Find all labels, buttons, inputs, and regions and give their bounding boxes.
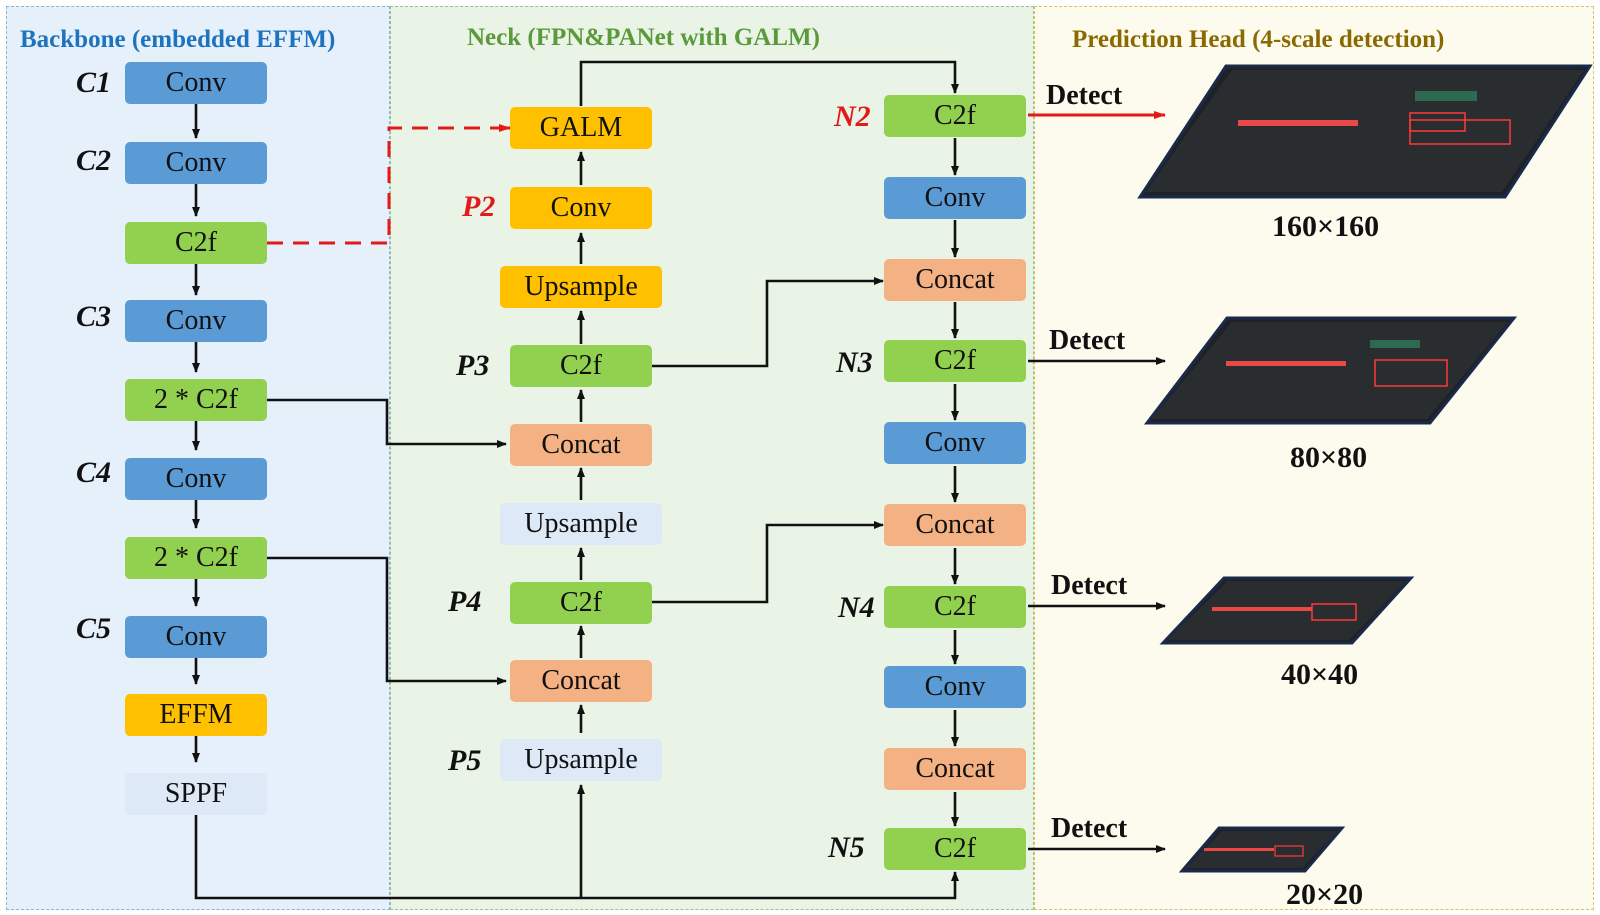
pan-concat-1: Concat <box>884 259 1026 301</box>
backbone-title: Backbone (embedded EFFM) <box>20 26 336 53</box>
label-n4: N4 <box>838 591 875 624</box>
backbone-2x-c2f-b: 2 * C2f <box>125 537 267 579</box>
backbone-2x-c2f-a: 2 * C2f <box>125 379 267 421</box>
sppf-block: SPPF <box>125 773 267 815</box>
scale-label-40: 40×40 <box>1281 658 1359 691</box>
feature-map-40 <box>1159 576 1415 645</box>
feature-map-80 <box>1143 316 1518 425</box>
pan-conv-3: Conv <box>884 666 1026 708</box>
label-c2: C2 <box>76 144 112 177</box>
neck-c2f-p4: C2f <box>510 582 652 624</box>
pan-c2f-n4: C2f <box>884 586 1026 628</box>
feature-map-20 <box>1178 826 1346 873</box>
backbone-conv-4: Conv <box>125 458 267 500</box>
pan-conv-2: Conv <box>884 422 1026 464</box>
scale-label-80: 80×80 <box>1290 441 1368 474</box>
label-c3: C3 <box>76 300 112 333</box>
label-n3: N3 <box>836 346 873 379</box>
label-c1: C1 <box>76 66 112 99</box>
label-p3: P3 <box>456 349 490 382</box>
label-p4: P4 <box>448 585 482 618</box>
label-n5: N5 <box>828 831 865 864</box>
pan-c2f-n2: C2f <box>884 95 1026 137</box>
pan-concat-3: Concat <box>884 748 1026 790</box>
neck-c2f-p3: C2f <box>510 345 652 387</box>
detect-label-20: Detect <box>1051 813 1128 844</box>
detect-label-160: Detect <box>1046 80 1123 111</box>
pan-c2f-n3: C2f <box>884 340 1026 382</box>
label-c4: C4 <box>76 456 112 489</box>
head-title: Prediction Head (4-scale detection) <box>1072 26 1445 53</box>
label-p2: P2 <box>462 190 496 223</box>
pan-conv-1: Conv <box>884 177 1026 219</box>
effm-block: EFFM <box>125 694 267 736</box>
neck-title: Neck (FPN&PANet with GALM) <box>467 24 820 51</box>
neck-concat-p3: Concat <box>510 424 652 466</box>
label-c5: C5 <box>76 612 112 645</box>
galm-block: GALM <box>510 107 652 149</box>
detect-label-80: Detect <box>1049 325 1126 356</box>
backbone-conv-5: Conv <box>125 616 267 658</box>
scale-label-160: 160×160 <box>1272 210 1380 243</box>
neck-concat-p4: Concat <box>510 660 652 702</box>
detect-label-40: Detect <box>1051 570 1128 601</box>
backbone-c2f: C2f <box>125 222 267 264</box>
backbone-conv-3: Conv <box>125 300 267 342</box>
neck-upsample-top: Upsample <box>500 266 662 308</box>
backbone-conv-2: Conv <box>125 142 267 184</box>
label-p5: P5 <box>448 744 482 777</box>
neck-upsample-p5: Upsample <box>500 739 662 781</box>
backbone-conv-1: Conv <box>125 62 267 104</box>
neck-conv-p2: Conv <box>510 187 652 229</box>
scale-label-20: 20×20 <box>1286 878 1364 911</box>
pan-concat-2: Concat <box>884 504 1026 546</box>
feature-map-160 <box>1137 64 1593 199</box>
label-n2: N2 <box>834 100 871 133</box>
pan-c2f-n5: C2f <box>884 828 1026 870</box>
neck-upsample-mid: Upsample <box>500 503 662 545</box>
